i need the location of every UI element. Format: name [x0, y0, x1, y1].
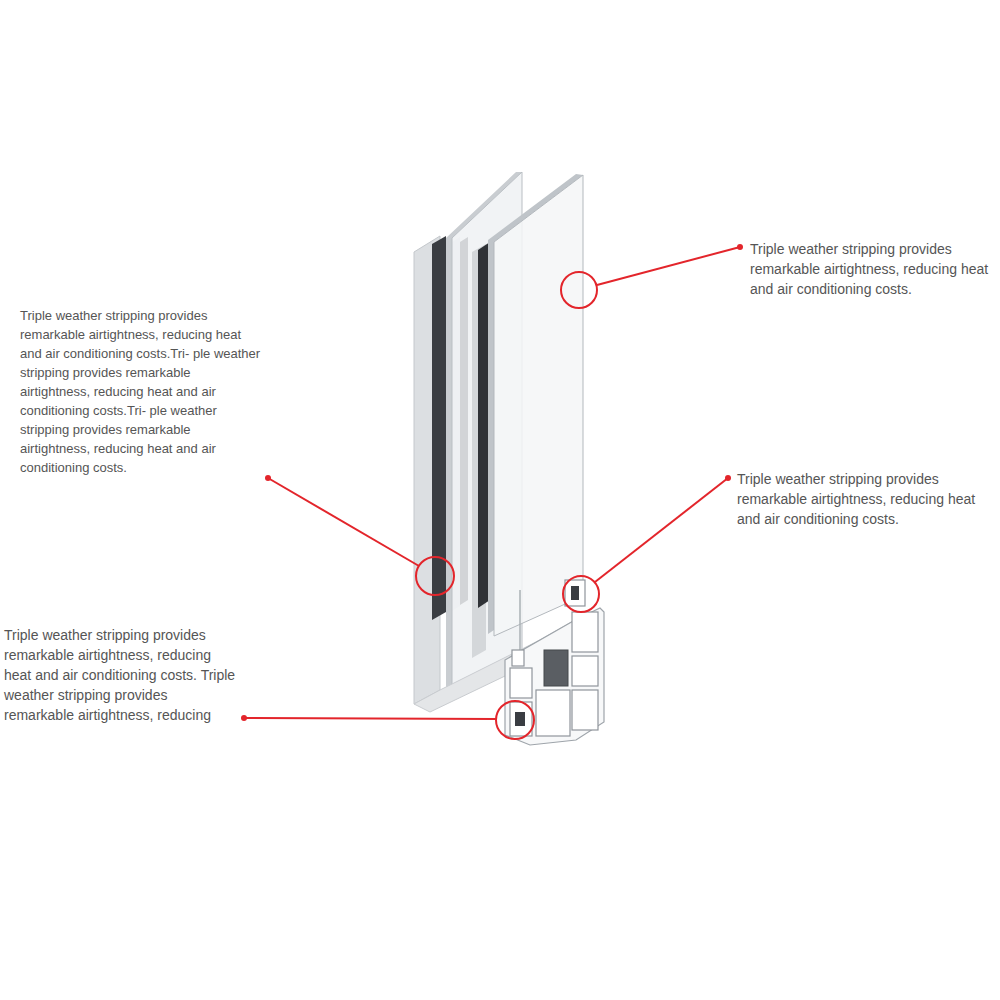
callout-text: Triple weather stripping provides remark…	[4, 625, 238, 725]
callout-slot: Triple weather stripping provides remark…	[737, 469, 987, 529]
leader-line	[244, 247, 740, 719]
callout-circle	[416, 272, 599, 739]
callout-text: Triple weather stripping provides remark…	[750, 239, 990, 299]
callout-slot: Triple weather stripping provides remark…	[750, 239, 990, 299]
callout-text: Triple weather stripping provides remark…	[20, 306, 264, 477]
profile-section	[505, 580, 604, 745]
gasket-strip	[432, 236, 446, 620]
leader-dot	[241, 244, 743, 721]
callout-slot: Triple weather stripping provides remark…	[20, 306, 264, 477]
callout-slot: Triple weather stripping provides remark…	[4, 625, 238, 725]
glass-pane	[494, 175, 583, 636]
callout-text: Triple weather stripping provides remark…	[737, 469, 987, 529]
